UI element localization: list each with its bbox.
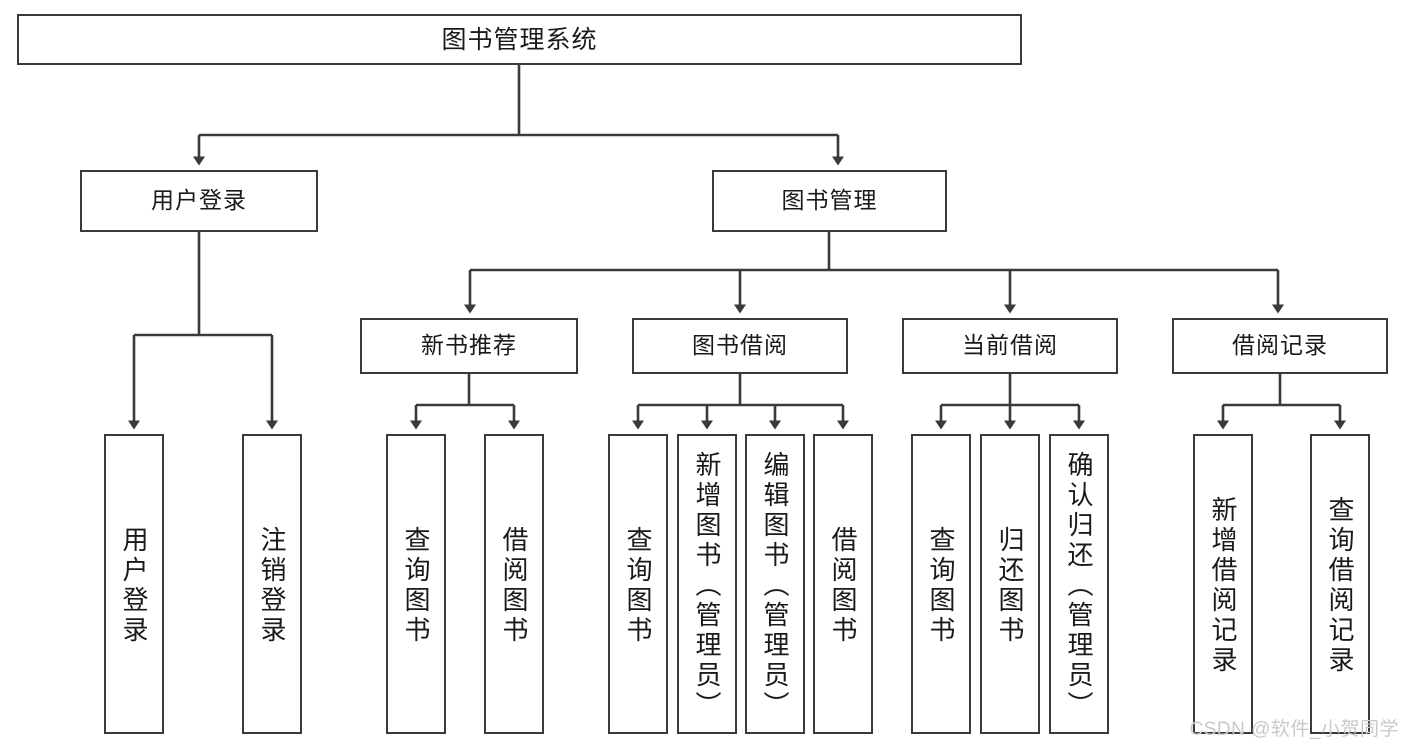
- node-book-borrow[interactable]: 图书借阅: [632, 318, 848, 374]
- node-leaf-borrow-edit[interactable]: 编辑图书（管理员）: [745, 434, 805, 734]
- node-current-borrow[interactable]: 当前借阅: [902, 318, 1118, 374]
- node-leaf-borrow-add-label: 新增图书（管理员）: [692, 451, 722, 721]
- node-user-login-label: 用户登录: [151, 187, 247, 214]
- node-leaf-borrow-lend-label: 借阅图书: [828, 526, 858, 646]
- node-root[interactable]: 图书管理系统: [17, 14, 1022, 65]
- node-leaf-record-query-label: 查询借阅记录: [1325, 496, 1355, 676]
- node-leaf-user-login-label: 用户登录: [119, 526, 149, 646]
- node-leaf-current-confirm-label: 确认归还（管理员）: [1064, 451, 1094, 721]
- node-leaf-user-logout[interactable]: 注销登录: [242, 434, 302, 734]
- node-new-book-recommend-label: 新书推荐: [421, 332, 517, 359]
- node-borrow-record[interactable]: 借阅记录: [1172, 318, 1388, 374]
- node-root-label: 图书管理系统: [441, 25, 598, 54]
- node-leaf-recommend-query[interactable]: 查询图书: [386, 434, 446, 734]
- node-leaf-borrow-add[interactable]: 新增图书（管理员）: [677, 434, 737, 734]
- watermark: CSDN @软件_小贺同学: [1189, 719, 1399, 740]
- node-borrow-record-label: 借阅记录: [1232, 332, 1328, 359]
- node-leaf-borrow-query-label: 查询图书: [623, 526, 653, 646]
- node-book-borrow-label: 图书借阅: [692, 332, 788, 359]
- node-current-borrow-label: 当前借阅: [962, 332, 1058, 359]
- node-leaf-recommend-borrow-label: 借阅图书: [499, 526, 529, 646]
- node-leaf-record-add[interactable]: 新增借阅记录: [1193, 434, 1253, 734]
- node-leaf-borrow-lend[interactable]: 借阅图书: [813, 434, 873, 734]
- node-book-manage[interactable]: 图书管理: [712, 170, 947, 232]
- node-leaf-borrow-edit-label: 编辑图书（管理员）: [760, 451, 790, 721]
- node-leaf-user-login[interactable]: 用户登录: [104, 434, 164, 734]
- node-leaf-recommend-borrow[interactable]: 借阅图书: [484, 434, 544, 734]
- node-new-book-recommend[interactable]: 新书推荐: [360, 318, 578, 374]
- node-book-manage-label: 图书管理: [781, 187, 878, 214]
- node-leaf-record-query[interactable]: 查询借阅记录: [1310, 434, 1370, 734]
- node-leaf-current-query[interactable]: 查询图书: [911, 434, 971, 734]
- node-user-login[interactable]: 用户登录: [80, 170, 318, 232]
- node-leaf-current-return[interactable]: 归还图书: [980, 434, 1040, 734]
- node-leaf-current-return-label: 归还图书: [995, 526, 1025, 646]
- node-leaf-current-confirm[interactable]: 确认归还（管理员）: [1049, 434, 1109, 734]
- node-leaf-current-query-label: 查询图书: [926, 526, 956, 646]
- node-leaf-recommend-query-label: 查询图书: [401, 526, 431, 646]
- node-leaf-borrow-query[interactable]: 查询图书: [608, 434, 668, 734]
- node-leaf-record-add-label: 新增借阅记录: [1208, 496, 1238, 676]
- node-leaf-user-logout-label: 注销登录: [257, 526, 287, 646]
